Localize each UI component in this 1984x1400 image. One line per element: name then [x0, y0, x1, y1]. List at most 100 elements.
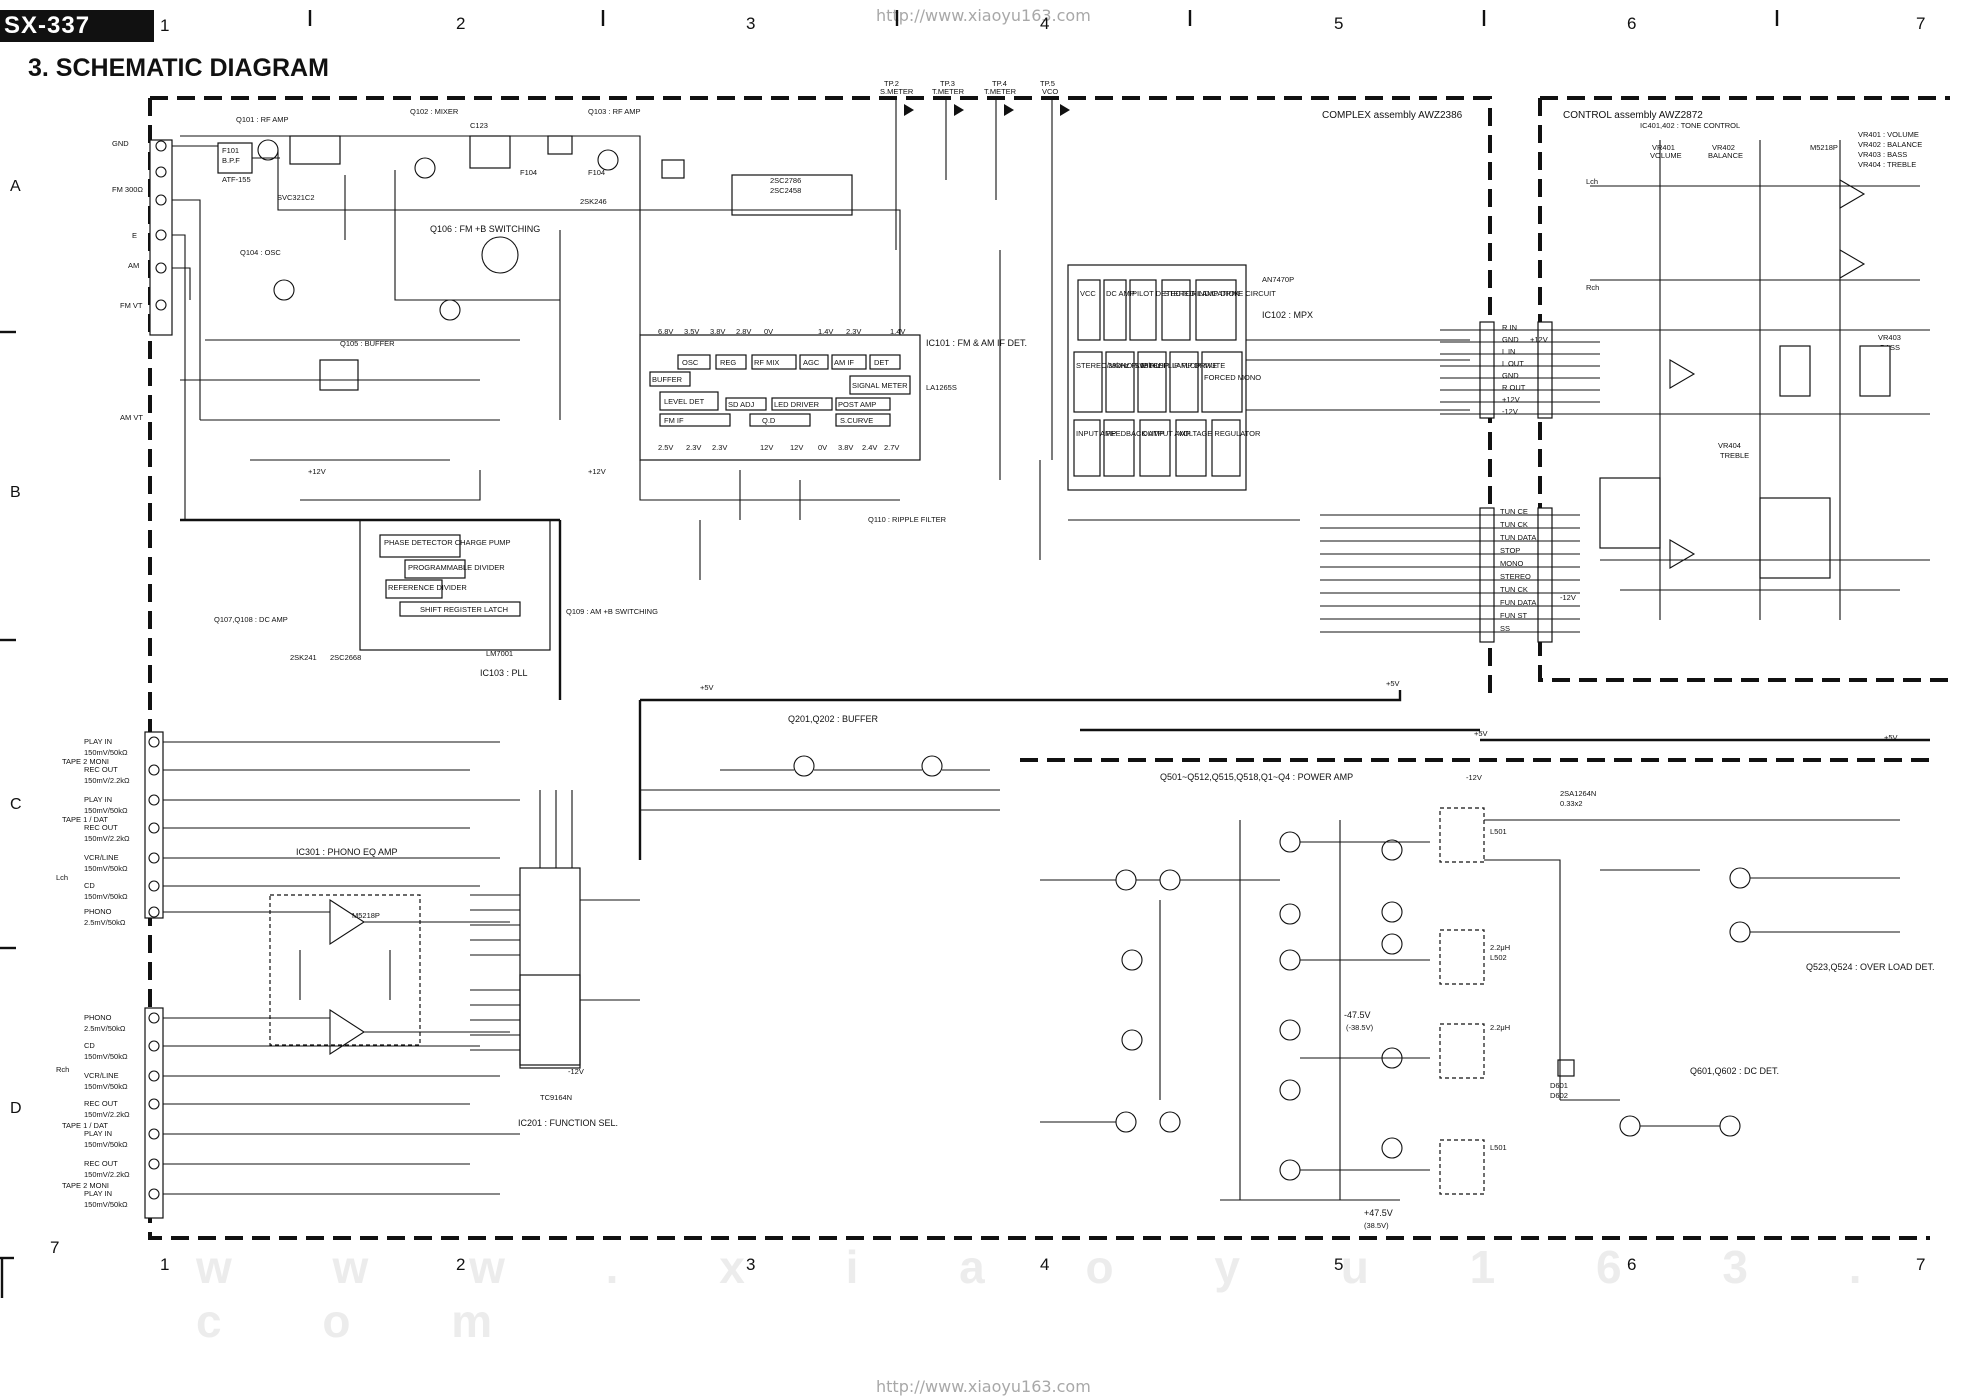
rail-pos47: +47.5V	[1364, 1208, 1393, 1218]
svg-text:150mV/2.2kΩ: 150mV/2.2kΩ	[84, 1170, 130, 1179]
q106-label: Q106 : FM +B SWITCHING	[430, 224, 540, 234]
ic401-label: IC401,402 : TONE CONTROL	[1640, 121, 1740, 130]
complex-assembly-outline	[148, 98, 1930, 1240]
input-fm-vt: FM VT	[120, 301, 143, 310]
svg-text:L502: L502	[1490, 953, 1507, 962]
ic103-pll: PHASE DETECTOR CHARGE PUMP PROGRAMMABLE …	[359, 519, 551, 678]
svg-text:AN7470P: AN7470P	[1262, 275, 1294, 284]
svg-text:2.7V: 2.7V	[884, 443, 899, 452]
connector-j4: R IN GND L IN L OUT GND R OUT +12V -12V	[1440, 321, 1600, 419]
svg-text:OSC: OSC	[682, 358, 699, 367]
svg-text:TAPE 2 MONI: TAPE 2 MONI	[62, 1181, 109, 1190]
ic101-label: IC101 : FM & AM IF DET.	[926, 338, 1027, 348]
svg-text:F104: F104	[588, 168, 605, 177]
svg-text:GND: GND	[1502, 371, 1519, 380]
svg-text:REG: REG	[720, 358, 736, 367]
q107-label: Q107,Q108 : DC AMP	[214, 615, 288, 624]
svg-text:LEVEL DET: LEVEL DET	[664, 397, 705, 406]
tuner-input-terminals: GND FM 300Ω E AM FM VT AM VT	[112, 139, 220, 520]
q601-label: Q601,Q602 : DC DET.	[1690, 1066, 1779, 1076]
svg-text:STOP: STOP	[1500, 546, 1520, 555]
svg-text:6.8V: 6.8V	[658, 327, 673, 336]
svg-text:M5218P: M5218P	[352, 911, 380, 920]
svg-text:L OUT: L OUT	[1502, 359, 1524, 368]
top-url[interactable]: http://www.xiaoyu163.com	[876, 6, 1091, 25]
svg-text:+12V: +12V	[1502, 395, 1520, 404]
model-number: SX-337	[0, 10, 154, 42]
svg-text:LM7001: LM7001	[486, 649, 513, 658]
svg-text:-12V: -12V	[1560, 593, 1576, 602]
input-am-vt: AM VT	[120, 413, 143, 422]
svg-text:VCO: VCO	[1042, 87, 1058, 96]
svg-text:BUFFER: BUFFER	[652, 375, 683, 384]
svg-text:2.5mV/50kΩ: 2.5mV/50kΩ	[84, 1024, 126, 1033]
grid-corner-bottom: 7	[50, 1238, 60, 1257]
power-rails: +12V +5V +5V +5V -12V +12V -12V -12V +12…	[180, 335, 1930, 1076]
grid-col-4-bottom: 4	[1040, 1255, 1050, 1274]
svg-text:VR402: VR402	[1712, 143, 1735, 152]
svg-text:+12V: +12V	[1530, 335, 1548, 344]
svg-text:AM IF: AM IF	[834, 358, 854, 367]
tone-control: IC401,402 : TONE CONTROL M5218P VR401 : …	[1586, 121, 1930, 620]
ic301-label: IC301 : PHONO EQ AMP	[296, 847, 398, 857]
q102-label: Q102 : MIXER	[410, 107, 459, 116]
svg-text:POST AMP: POST AMP	[838, 400, 876, 409]
svg-text:Rch: Rch	[1586, 283, 1599, 292]
svg-text:FUN DATA: FUN DATA	[1500, 598, 1536, 607]
q523-label: Q523,Q524 : OVER LOAD DET.	[1806, 962, 1935, 972]
svg-text:TREBLE: TREBLE	[1720, 451, 1749, 460]
svg-text:+12V: +12V	[588, 467, 606, 476]
svg-text:PLAY IN: PLAY IN	[84, 737, 112, 746]
svg-text:BALANCE: BALANCE	[1708, 151, 1743, 160]
grid-col-2-bottom: 2	[456, 1255, 466, 1274]
svg-text:2.2μH: 2.2μH	[1490, 1023, 1510, 1032]
svg-text:TC9164N: TC9164N	[540, 1093, 572, 1102]
svg-text:PHONO: PHONO	[84, 1013, 112, 1022]
svg-text:2SK241: 2SK241	[290, 653, 317, 662]
svg-text:2.3V: 2.3V	[846, 327, 861, 336]
svg-text:VCR/LINE: VCR/LINE	[84, 853, 119, 862]
svg-text:+5V: +5V	[1474, 729, 1488, 738]
svg-text:150mV/50kΩ: 150mV/50kΩ	[84, 1052, 128, 1061]
svg-text:0V: 0V	[818, 443, 827, 452]
svg-text:MONO: MONO	[1500, 559, 1523, 568]
svg-text:D602: D602	[1550, 1091, 1568, 1100]
svg-text:3.8V: 3.8V	[710, 327, 725, 336]
svg-text:STEREO INDICATION: STEREO INDICATION	[1164, 289, 1240, 298]
svg-text:-12V: -12V	[1466, 773, 1482, 782]
svg-text:VCR/LINE: VCR/LINE	[84, 1071, 119, 1080]
svg-text:FORCED MONO: FORCED MONO	[1204, 373, 1261, 382]
svg-text:MUTE: MUTE	[1204, 361, 1225, 370]
svg-text:SS: SS	[1500, 624, 1510, 633]
svg-text:L501: L501	[1490, 1143, 1507, 1152]
svg-text:FUN ST: FUN ST	[1500, 611, 1528, 620]
page-title: 3. SCHEMATIC DIAGRAM	[28, 54, 329, 82]
svg-text:Q.D: Q.D	[762, 416, 776, 425]
svg-text:2SC2786: 2SC2786	[770, 176, 801, 185]
svg-text:REC OUT: REC OUT	[84, 765, 118, 774]
svg-text:FEEDBACK AMP: FEEDBACK AMP	[1106, 429, 1164, 438]
svg-text:DET: DET	[874, 358, 889, 367]
svg-text:VR401: VR401	[1652, 143, 1675, 152]
grid-col-6: 6	[1627, 14, 1637, 33]
svg-text:0.33x2: 0.33x2	[1560, 799, 1583, 808]
svg-text:DC AMP: DC AMP	[1106, 289, 1135, 298]
svg-text:VOLUME: VOLUME	[1650, 151, 1682, 160]
svg-text:-12V: -12V	[1502, 407, 1518, 416]
svg-text:150mV/50kΩ: 150mV/50kΩ	[84, 806, 128, 815]
grid-col-2: 2	[456, 14, 466, 33]
svg-text:2.8V: 2.8V	[736, 327, 751, 336]
grid-row-A: A	[10, 178, 21, 195]
svg-text:3.5V: 3.5V	[684, 327, 699, 336]
grid-col-3-bottom: 3	[746, 1255, 756, 1274]
ic101-if-det: OSC REG RF MIX AGC AM IF DET BUFFER LEVE…	[559, 160, 1027, 640]
svg-text:VOLTAGE REGULATOR: VOLTAGE REGULATOR	[1178, 429, 1261, 438]
svg-text:AGC: AGC	[803, 358, 820, 367]
control-assembly-label: CONTROL assembly AWZ2872	[1563, 110, 1703, 121]
svg-text:2.3V: 2.3V	[686, 443, 701, 452]
bottom-url[interactable]: http://www.xiaoyu163.com	[876, 1377, 1091, 1396]
svg-text:150mV/50kΩ: 150mV/50kΩ	[84, 748, 128, 757]
q109-label: Q109 : AM +B SWITCHING	[566, 607, 658, 616]
grid-col-4: 4	[1040, 14, 1050, 33]
